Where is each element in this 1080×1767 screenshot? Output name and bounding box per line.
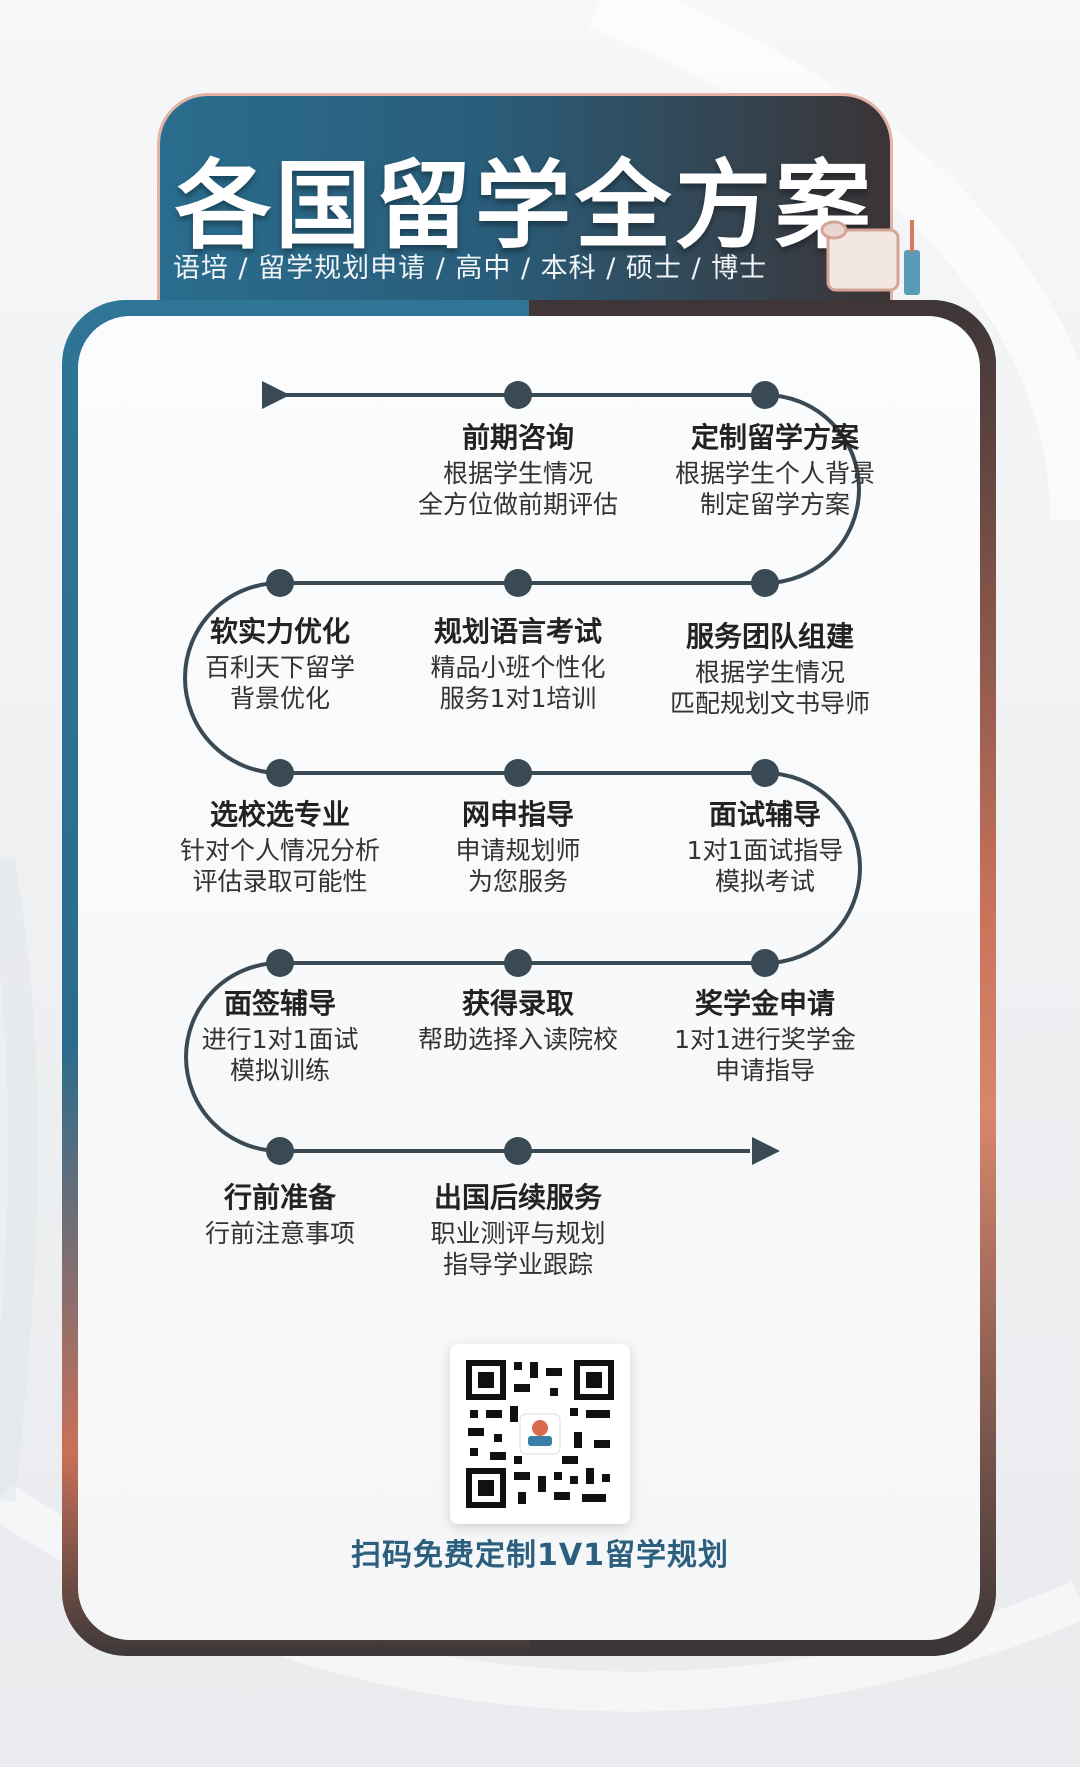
step-0: 前期咨询 根据学生情况 全方位做前期评估 [388, 418, 648, 520]
start-arrow-icon [262, 381, 290, 409]
cta-text: 扫码免费定制1V1留学规划 [351, 1538, 729, 1573]
step-dot [266, 949, 294, 977]
step-6: 网申指导 申请规划师 为您服务 [388, 795, 648, 897]
step-12: 出国后续服务 职业测评与规划 指导学业跟踪 [388, 1178, 648, 1280]
step-10: 奖学金申请 1对1进行奖学金 申请指导 [635, 984, 895, 1086]
step-desc: 职业测评与规划 [430, 1219, 606, 1248]
step-desc: 1对1进行奖学金 [674, 1025, 856, 1054]
step-desc: 背景优化 [229, 684, 330, 713]
step-desc: 为您服务 [467, 867, 568, 896]
step-name: 规划语言考试 [433, 615, 602, 648]
step-name: 选校选专业 [209, 798, 350, 831]
step-desc: 模拟考试 [714, 867, 815, 896]
step-name: 奖学金申请 [694, 987, 835, 1020]
step-desc: 行前注意事项 [204, 1219, 355, 1248]
step-name: 面试辅导 [708, 798, 821, 831]
step-11: 行前准备 行前注意事项 [150, 1178, 410, 1249]
step-name: 网申指导 [461, 798, 574, 831]
step-desc: 针对个人情况分析 [179, 836, 380, 865]
step-7: 面试辅导 1对1面试指导 模拟考试 [635, 795, 895, 897]
step-name: 软实力优化 [209, 615, 350, 648]
step-desc: 精品小班个性化 [430, 653, 606, 682]
header-banner [160, 96, 890, 326]
step-dot [266, 569, 294, 597]
step-desc: 根据学生个人背景 [674, 459, 875, 488]
step-desc: 申请指导 [714, 1056, 815, 1085]
step-dot [751, 949, 779, 977]
step-desc: 帮助选择入读院校 [417, 1025, 618, 1054]
qr-code-icon [464, 1358, 616, 1510]
step-dot [751, 759, 779, 787]
end-arrow-icon [752, 1137, 780, 1165]
step-9: 获得录取 帮助选择入读院校 [388, 984, 648, 1055]
step-desc: 评估录取可能性 [192, 867, 368, 896]
step-desc: 指导学业跟踪 [442, 1250, 593, 1279]
step-dot [504, 569, 532, 597]
step-dot [504, 759, 532, 787]
step-dot [751, 381, 779, 409]
step-name: 前期咨询 [461, 421, 574, 454]
step-dot [504, 1137, 532, 1165]
step-8: 面签辅导 进行1对1面试 模拟训练 [150, 984, 410, 1086]
page-title: 各国留学全方案 [175, 150, 875, 262]
step-name: 行前准备 [223, 1181, 336, 1214]
step-name: 出国后续服务 [433, 1181, 602, 1214]
step-2: 软实力优化 百利天下留学 背景优化 [150, 612, 410, 714]
step-desc: 全方位做前期评估 [417, 490, 618, 519]
step-dot [266, 1137, 294, 1165]
step-3: 规划语言考试 精品小班个性化 服务1对1培训 [388, 612, 648, 714]
step-desc: 制定留学方案 [699, 490, 850, 519]
qr-code[interactable] [450, 1344, 630, 1524]
step-desc: 根据学生情况 [442, 459, 593, 488]
step-desc: 1对1面试指导 [686, 836, 844, 865]
page-subtitle: 语培 / 留学规划申请 / 高中 / 本科 / 硕士 / 博士 [172, 253, 768, 284]
step-desc: 进行1对1面试 [201, 1025, 359, 1054]
step-desc: 根据学生情况 [694, 658, 845, 687]
step-desc: 模拟训练 [229, 1056, 330, 1085]
step-dot [504, 381, 532, 409]
step-dot [266, 759, 294, 787]
step-desc: 申请规划师 [455, 836, 581, 865]
scroll-icon [820, 220, 920, 295]
step-5: 选校选专业 针对个人情况分析 评估录取可能性 [150, 795, 410, 897]
step-desc: 百利天下留学 [204, 653, 355, 682]
step-desc: 匹配规划文书导师 [669, 689, 870, 718]
step-desc: 服务1对1培训 [439, 684, 597, 713]
step-dot [504, 949, 532, 977]
step-name: 获得录取 [461, 987, 574, 1020]
step-name: 面签辅导 [223, 987, 336, 1020]
step-4: 服务团队组建 根据学生情况 匹配规划文书导师 [640, 617, 900, 719]
step-name: 定制留学方案 [690, 421, 859, 454]
step-dot [751, 569, 779, 597]
step-name: 服务团队组建 [685, 620, 854, 653]
step-1: 定制留学方案 根据学生个人背景 制定留学方案 [645, 418, 905, 520]
